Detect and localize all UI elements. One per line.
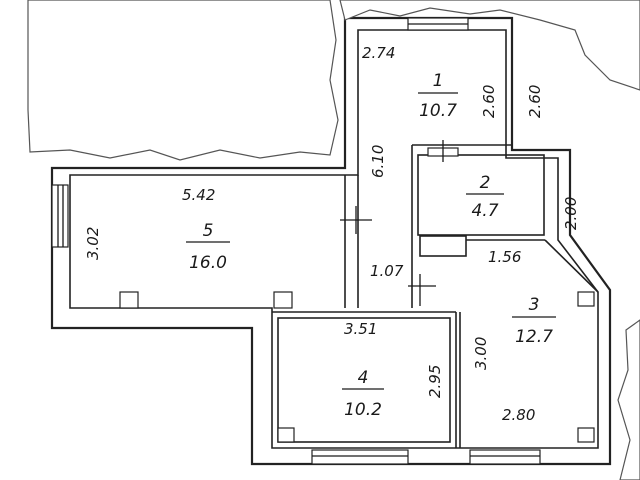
svg-text:10.7: 10.7 — [419, 101, 457, 121]
svg-text:3: 3 — [529, 295, 540, 315]
room-5-label: 5 16.0 — [186, 221, 230, 273]
interior-walls — [272, 144, 599, 448]
dim-room4-depth: 2.95 — [426, 365, 444, 398]
room-2-label: 2 4.7 — [466, 173, 504, 221]
svg-text:4.7: 4.7 — [471, 201, 498, 221]
svg-text:4: 4 — [358, 368, 369, 388]
dim-room3-bottom: 2.80 — [502, 406, 535, 424]
svg-text:5: 5 — [203, 221, 214, 241]
room-1-label: 1 10.7 — [418, 71, 458, 121]
dim-room2-depth: 2.00 — [562, 197, 580, 230]
dim-room5-depth: 3.02 — [84, 227, 102, 260]
window-room4 — [311, 449, 409, 465]
torn-paper-top-right — [339, 0, 640, 91]
dim-room5-width: 5.42 — [182, 186, 215, 204]
torn-paper-top-left — [27, 0, 339, 161]
svg-text:1: 1 — [433, 71, 444, 91]
dim-room3-top: 1.56 — [488, 248, 521, 266]
room-4-label: 4 10.2 — [342, 368, 384, 420]
window-room3 — [469, 449, 541, 465]
dim-room1-width: 2.74 — [362, 44, 395, 62]
svg-text:10.2: 10.2 — [344, 400, 382, 420]
dim-corridor-length: 6.10 — [369, 145, 387, 178]
room-labels: 1 10.7 2 4.7 3 12.7 4 10.2 5 16.0 — [186, 71, 556, 420]
dim-room4-width: 3.51 — [344, 320, 377, 338]
dim-room1-outer-depth: 2.60 — [526, 85, 544, 118]
svg-text:2: 2 — [480, 173, 491, 193]
dim-room1-inner-depth: 2.60 — [480, 85, 498, 118]
openings — [51, 17, 595, 465]
torn-paper-right — [617, 319, 640, 480]
dimension-labels: 2.74 2.60 2.60 6.10 5.42 3.02 2.00 1.56 … — [84, 44, 580, 424]
dim-room3-depth: 3.00 — [472, 337, 490, 370]
svg-text:16.0: 16.0 — [189, 253, 227, 273]
window-room5 — [51, 184, 69, 248]
room-3-label: 3 12.7 — [512, 295, 556, 347]
svg-text:12.7: 12.7 — [515, 327, 553, 347]
dim-corridor-width: 1.07 — [370, 262, 404, 280]
